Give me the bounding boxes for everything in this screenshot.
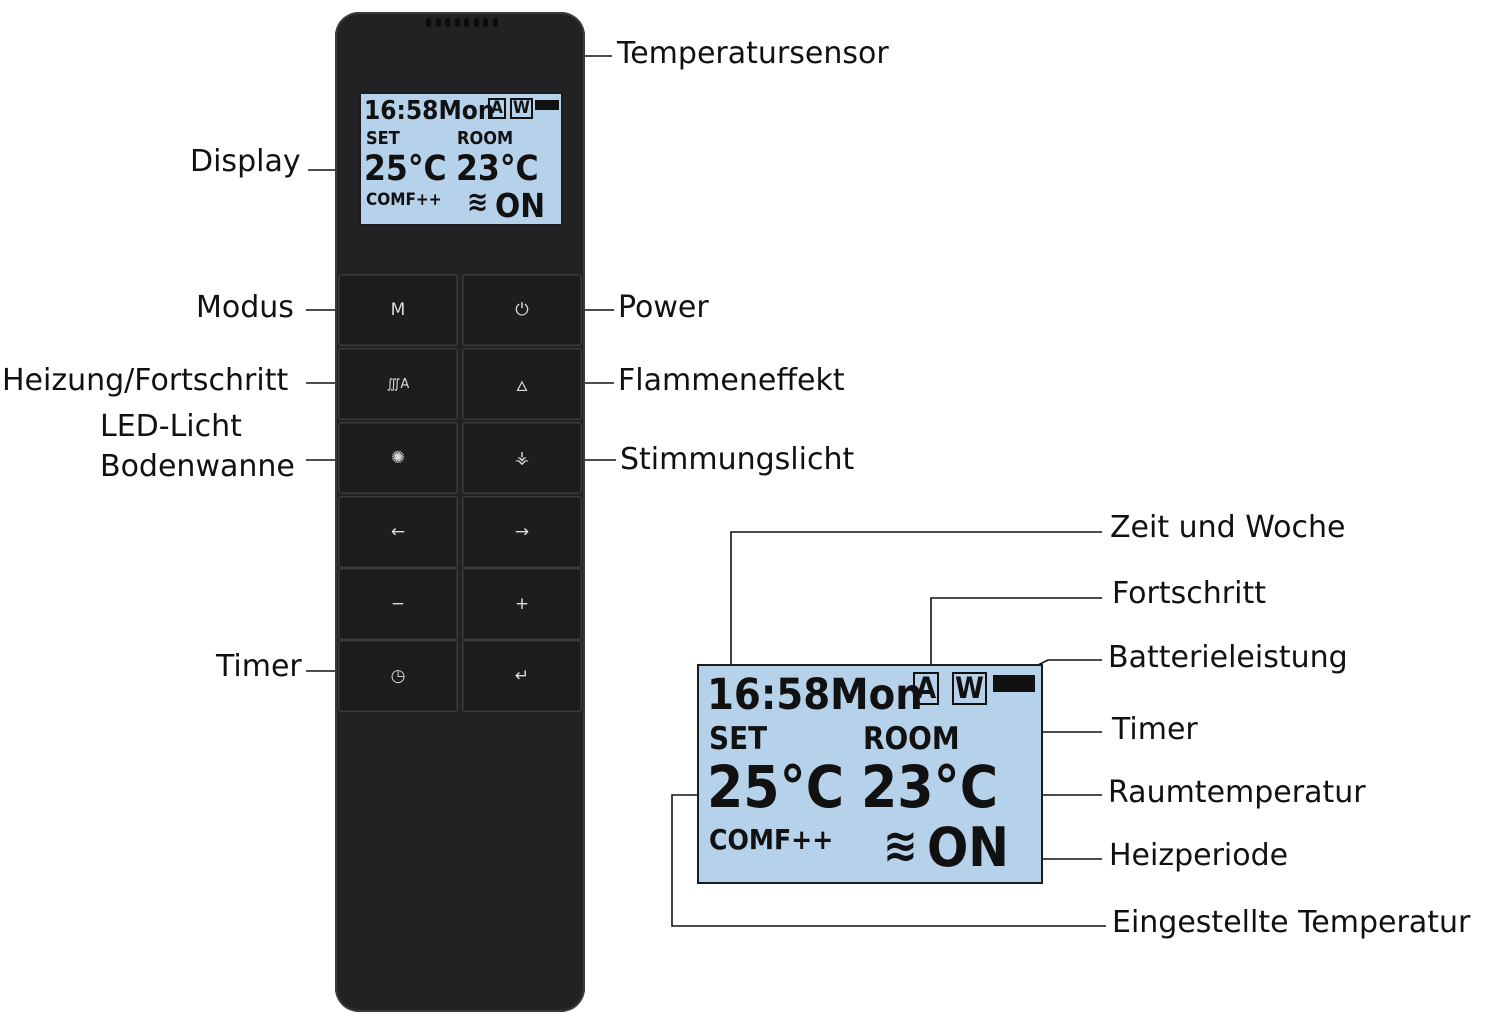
label-display: Display (190, 144, 301, 179)
flame-effect-button[interactable]: 🜂 (463, 349, 581, 419)
right-button[interactable]: → (463, 497, 581, 567)
label-heizperiode: Heizperiode (1109, 838, 1289, 873)
minus-icon: − (390, 594, 406, 614)
line-eingestellte (671, 794, 1106, 927)
display-time-day: 16:58Mon (364, 96, 495, 126)
detail-set-label: SET (709, 721, 768, 757)
label-led-line2: Bodenwanne (100, 449, 295, 484)
display-tag-w: W (510, 98, 533, 119)
heat-waves-icon: ≋ (467, 185, 489, 218)
label-modus: Modus (196, 290, 294, 325)
label-zeit-woche: Zeit und Woche (1110, 510, 1346, 545)
display-status: ON (495, 186, 546, 225)
label-eingestellte: Eingestellte Temperatur (1112, 905, 1471, 940)
label-flammeneffekt: Flammeneffekt (618, 363, 845, 398)
minus-button[interactable]: − (339, 569, 457, 639)
arrow-right-icon: → (514, 522, 530, 542)
detail-heat-waves-icon: ≋ (883, 818, 918, 872)
detail-tag-a: A (913, 672, 940, 705)
remote-display: 16:58Mon A W SET ROOM 25°C 23°C COMF++ ≋… (359, 92, 563, 226)
display-detail: 16:58Mon A W SET ROOM 25°C 23°C COMF++ ≋… (697, 664, 1043, 884)
label-timer-right: Timer (1112, 712, 1198, 747)
label-stimmungslicht: Stimmungslicht (620, 442, 855, 477)
flame-icon: 🜂 (515, 378, 529, 395)
power-icon: ⏻ (515, 300, 529, 320)
label-temperatursensor: Temperatursensor (617, 36, 889, 71)
label-fortschritt: Fortschritt (1112, 576, 1266, 611)
mood-light-button[interactable]: ⚶ (463, 423, 581, 493)
left-button[interactable]: ← (339, 497, 457, 567)
display-mode: COMF++ (366, 190, 442, 210)
label-led-line1: LED-Licht (100, 409, 242, 444)
led-light-icon: ✺ (390, 448, 406, 468)
detail-status: ON (927, 816, 1009, 879)
detail-room-temp: 23°C (861, 753, 998, 821)
plus-button[interactable]: + (463, 569, 581, 639)
display-set-label: SET (366, 128, 400, 149)
mode-button[interactable]: M (339, 275, 457, 345)
heat-icon: ∭A (386, 376, 410, 392)
label-power: Power (618, 290, 709, 325)
display-room-temp: 23°C (456, 149, 539, 189)
display-set-temp: 25°C (364, 149, 447, 189)
label-timer-left: Timer (216, 649, 302, 684)
label-heizung: Heizung/Fortschritt (2, 363, 289, 398)
heat-progress-button[interactable]: ∭A (339, 349, 457, 419)
detail-set-temp: 25°C (707, 753, 844, 821)
display-tag-a: A (488, 98, 506, 119)
label-raumtemperatur: Raumtemperatur (1108, 775, 1366, 810)
display-room-label: ROOM (457, 128, 514, 149)
clock-icon: ◷ (390, 666, 406, 686)
power-button[interactable]: ⏻ (463, 275, 581, 345)
detail-battery-icon (993, 675, 1035, 692)
plus-icon: + (514, 594, 530, 614)
arrow-left-icon: ← (390, 522, 406, 542)
battery-icon (535, 100, 559, 110)
led-light-button[interactable]: ✺ (339, 423, 457, 493)
detail-room-label: ROOM (863, 721, 960, 757)
mood-light-icon: ⚶ (514, 448, 530, 468)
line-zeit-woche (730, 531, 1102, 666)
line-fortschritt (930, 597, 1102, 666)
enter-button[interactable]: ↵ (463, 641, 581, 711)
detail-tag-w: W (952, 672, 987, 705)
label-batterie: Batterieleistung (1108, 640, 1348, 675)
timer-button[interactable]: ◷ (339, 641, 457, 711)
detail-time-day: 16:58Mon (707, 670, 923, 720)
detail-mode: COMF++ (709, 823, 834, 856)
temperature-sensor-grill (426, 18, 498, 28)
enter-icon: ↵ (514, 666, 530, 686)
